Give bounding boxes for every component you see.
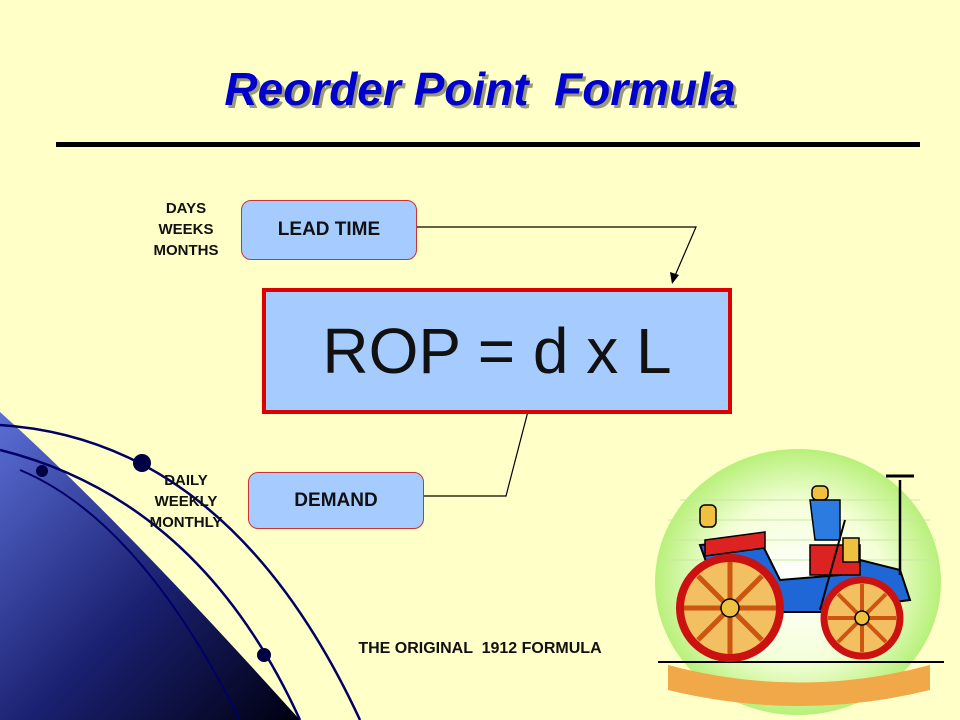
- lead-time-unit-weeks: WEEKS: [158, 221, 214, 238]
- lead-time-box: LEAD TIME: [241, 200, 417, 260]
- demand-units: DAILY WEEKLY MONTHLY: [124, 470, 248, 533]
- formula-box: ROP = d x L: [262, 288, 732, 414]
- demand-box: DEMAND: [248, 472, 424, 529]
- title-underline: [56, 142, 920, 147]
- swoosh-dot-3: [257, 648, 271, 662]
- swoosh-arc-3: [19, 469, 241, 720]
- lead-time-arrowhead: [670, 272, 679, 284]
- demand-unit-daily: DAILY: [164, 472, 208, 489]
- lead-time-unit-days: DAYS: [165, 200, 207, 217]
- slide-title: Reorder Point Formula: [224, 63, 736, 115]
- demand-unit-weekly: WEEKLY: [154, 493, 218, 510]
- lead-time-units: DAYS WEEKS MONTHS: [126, 198, 246, 261]
- swoosh-dot-1: [133, 454, 151, 472]
- demand-unit-monthly: MONTHLY: [149, 514, 223, 531]
- swoosh-arc-2: [0, 448, 302, 720]
- demand-label: DEMAND: [294, 489, 378, 511]
- lead-time-connector: [416, 226, 697, 279]
- corner-wedge: [0, 412, 300, 720]
- lead-time-label: LEAD TIME: [277, 219, 381, 240]
- swoosh-arc-1: [0, 423, 362, 720]
- caption: THE ORIGINAL 1912 FORMULA: [358, 640, 602, 657]
- lead-time-unit-months: MONTHS: [153, 242, 219, 259]
- swoosh-dot-2: [36, 465, 48, 477]
- demand-connector: [423, 391, 534, 497]
- formula-text: ROP = d x L: [322, 315, 672, 387]
- antique-car-clipart: [655, 449, 944, 715]
